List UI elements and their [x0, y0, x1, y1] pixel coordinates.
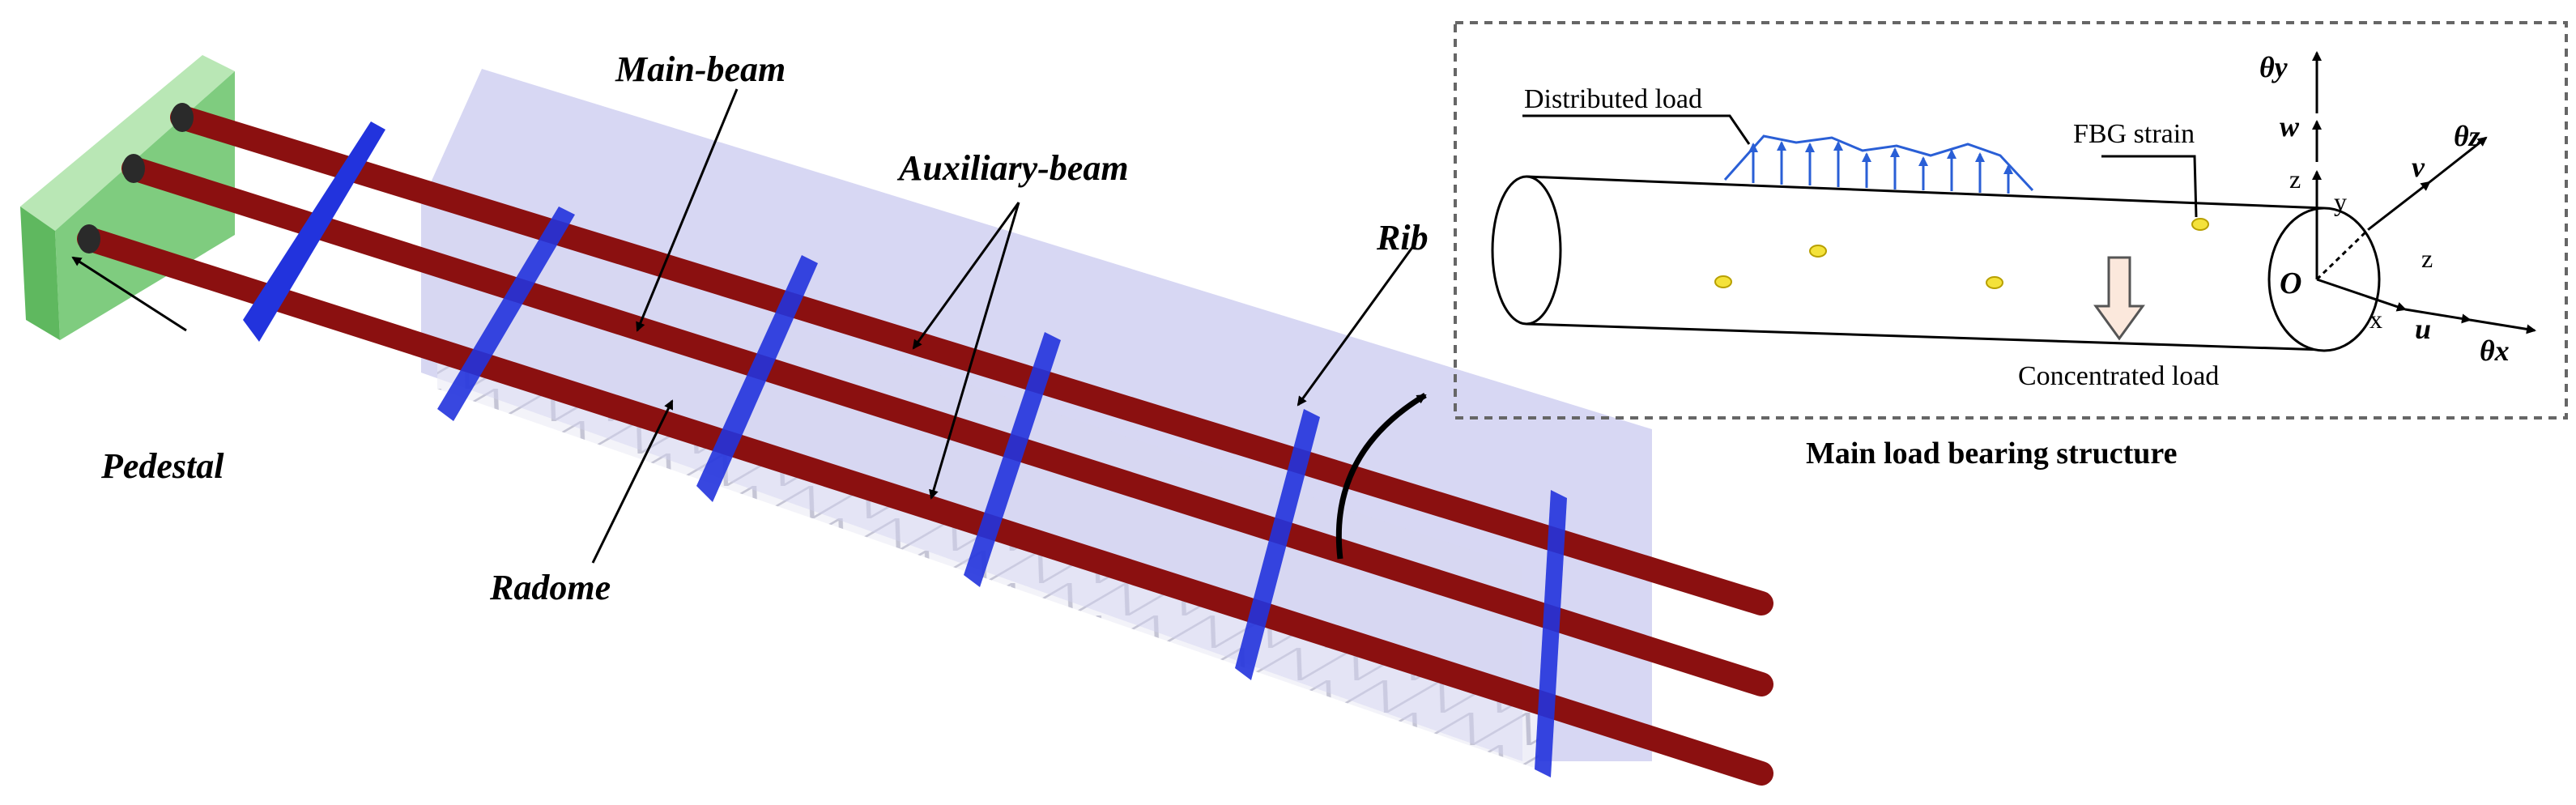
inset-leaders: [1522, 114, 2198, 218]
v-label: v: [2412, 151, 2425, 183]
inset-border: [1454, 21, 2568, 420]
fbg-sensors: [1714, 218, 2209, 289]
label-auxiliary-beam: Auxiliary-beam: [896, 148, 1129, 188]
rib-6: [1535, 490, 1567, 777]
label-rib: Rib: [1376, 218, 1429, 258]
rib-5: [1235, 409, 1320, 680]
label-radome: Radome: [489, 568, 611, 607]
axis-y-label: y: [2334, 187, 2347, 216]
theta-y-label: θy: [2259, 51, 2289, 83]
cylinder: [1491, 175, 2381, 352]
distributed-load-label: Distributed load: [1524, 84, 1702, 114]
axis-z-up-label: z: [2289, 164, 2301, 194]
origin-label: O: [2280, 266, 2301, 300]
inset-panel: Distributed load FBG strain Concentrated…: [1454, 21, 2568, 471]
w-label: w: [2280, 110, 2300, 143]
pedestal-block: [20, 55, 235, 340]
label-pedestal: Pedestal: [100, 446, 224, 486]
u-label: u: [2415, 313, 2431, 345]
label-main-beam: Main-beam: [615, 49, 786, 89]
rib-2: [437, 207, 575, 421]
main-beam-bottom: [77, 227, 1773, 786]
assembly: Main-beam Auxiliary-beam Rib Pedestal Ra…: [20, 49, 1773, 786]
theta-x-label: θx: [2480, 334, 2510, 367]
concentrated-load-label: Concentrated load: [2018, 361, 2219, 391]
axis-z-side-label: z: [2421, 244, 2433, 273]
rib-1: [243, 121, 385, 342]
main-beam-middle: [121, 156, 1773, 696]
distributed-load-arrows: [1723, 134, 2034, 194]
rib-4: [964, 332, 1061, 587]
beams: [77, 103, 1773, 786]
fbg-strain-label: FBG strain: [2073, 119, 2195, 149]
inset-caption: Main load bearing structure: [1806, 437, 2177, 471]
concentrated-load-arrow: [2093, 256, 2145, 341]
rib-3: [696, 255, 818, 502]
ribs: [243, 121, 1567, 777]
coordinate-axes: [2312, 51, 2536, 334]
theta-z-label: θz: [2454, 120, 2480, 152]
callout-arrows: [71, 88, 1427, 564]
axis-x-label: x: [2369, 305, 2382, 334]
